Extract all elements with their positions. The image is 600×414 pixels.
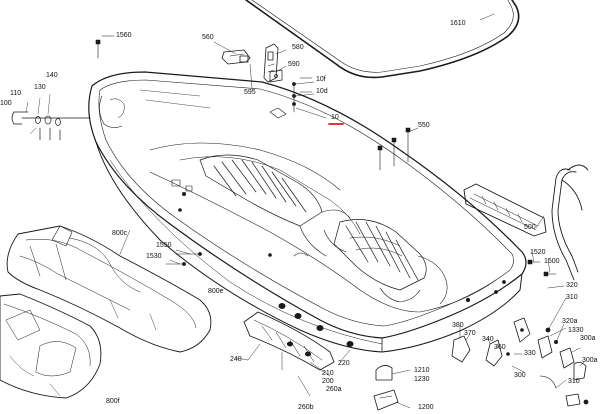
fasteners-1550 [165,252,202,266]
label-1500: 1500 [544,258,560,265]
step-plate [243,311,335,371]
label-1210: 1210 [414,367,430,374]
label-560: 560 [202,34,214,41]
label-220: 220 [338,360,350,367]
label-240: 240 [230,356,242,363]
label-1530: 1530 [146,253,162,260]
label-310-top: 310 [566,294,578,301]
label-1200: 1200 [418,404,434,411]
hull-body [88,71,527,353]
rubber-pads [278,303,354,357]
label-595: 595 [244,89,256,96]
label-550: 550 [418,122,430,129]
label-1520: 1520 [530,249,546,256]
bracket-1210 [373,365,399,411]
label-580: 580 [292,44,304,51]
label-800c: 800c [112,230,128,237]
label-110: 110 [10,90,22,97]
label-590: 590 [288,61,300,68]
label-10d: 10d [316,88,328,95]
top-cover-1610 [245,0,520,79]
label-500: 500 [524,224,536,231]
vent-1520 [463,183,547,237]
label-300: 300 [514,372,526,379]
label-1230: 1230 [414,376,430,383]
label-10f: 10f [316,76,326,83]
label-1550: 1550 [156,242,172,249]
label-800e: 800e [208,288,224,295]
label-100: 100 [0,100,12,107]
latch-580 [263,43,279,83]
label-200: 200 [322,378,334,385]
label-360: 360 [494,344,506,351]
label-300a-upper: 300a [580,335,596,342]
label-1610: 1610 [450,20,466,27]
label-130: 130 [34,84,46,91]
label-140: 140 [46,72,58,79]
label-320: 320 [566,282,578,289]
bolt-column [292,77,313,113]
fasteners-1500 [527,259,557,277]
label-1560: 1560 [116,32,132,39]
label-320a: 320a [562,318,578,325]
label-300a-lower: 300a [582,357,598,364]
label-380: 380 [452,322,464,329]
label-260b: 260b [298,404,314,411]
label-310-bottom: 310 [568,378,580,385]
label-210: 210 [322,370,334,377]
fasteners-550 [377,127,411,171]
engine-block [199,154,427,291]
hose-500 [551,164,589,281]
seat-800f [0,293,102,399]
bolt-1560 [95,35,115,59]
leader-lines [119,13,585,409]
label-800f: 800f [106,398,120,405]
latch-bracket-560 [221,49,251,65]
seat-800c [6,225,212,353]
bolt-group-left [11,93,91,141]
label-370: 370 [464,330,476,337]
label-330: 330 [524,350,536,357]
rear-hardware [451,317,589,407]
label-10: 10 [331,114,339,121]
label-340: 340 [482,336,494,343]
label-260a: 260a [326,386,342,393]
label-1330: 1330 [568,327,584,334]
